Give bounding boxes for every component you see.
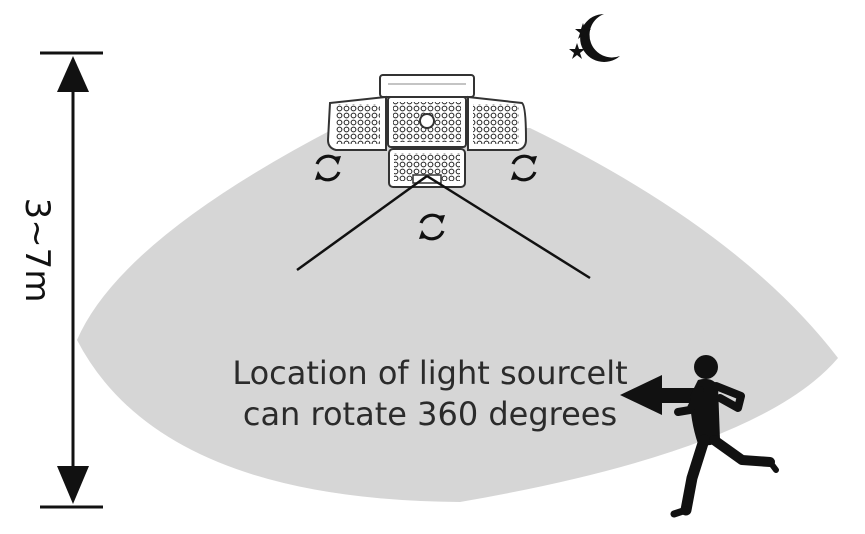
arrow-up-icon [57,56,89,92]
running-person-icon [670,355,779,518]
sensor-angle-lines [296,174,591,280]
moon-and-stars-icon [569,14,620,62]
detection-zone [77,128,838,502]
solar-light-icon [326,74,528,188]
height-dimension [40,51,103,509]
caption-line-1: Location of light sourcelt [232,354,627,392]
caption-line-2: can rotate 360 degrees [243,395,617,433]
arrow-down-icon [57,466,89,504]
height-label: 3~7m [17,198,57,303]
